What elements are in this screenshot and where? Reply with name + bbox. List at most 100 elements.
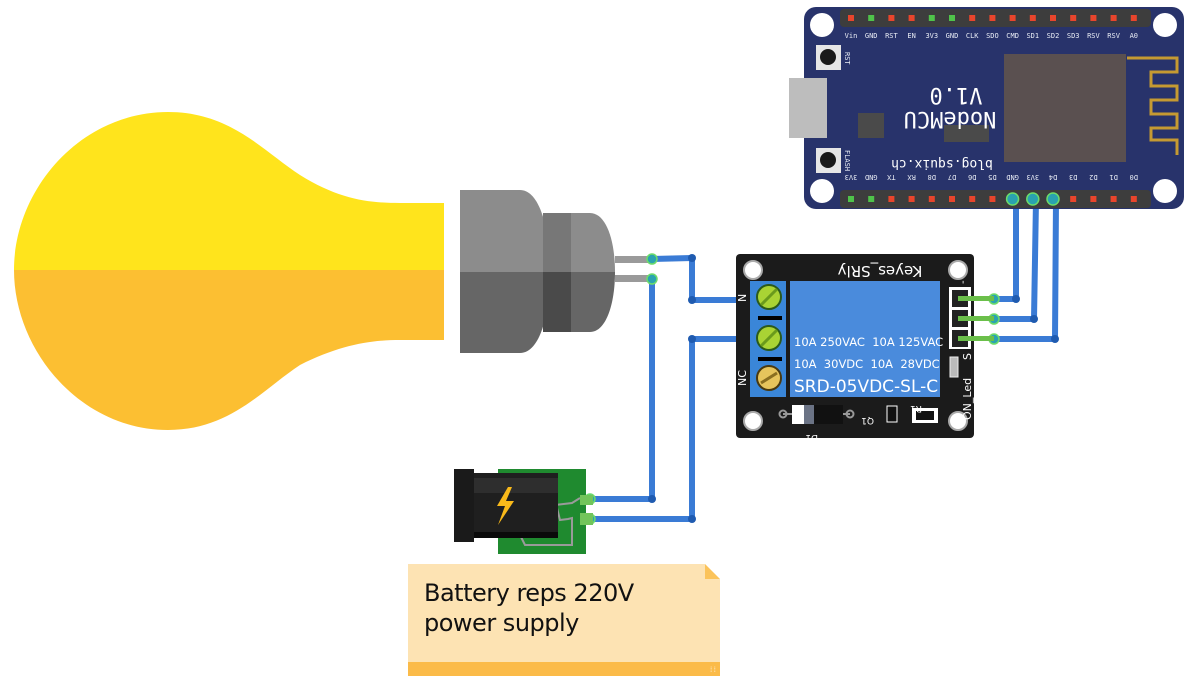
pin-rx[interactable] [908, 196, 915, 202]
pin-rsv[interactable] [1090, 15, 1097, 21]
wire-endpoint[interactable] [646, 273, 658, 285]
wire-endpoint[interactable] [646, 253, 658, 265]
usb-serial-chip [944, 125, 989, 142]
resize-grip-icon[interactable]: ⁞⁞ [709, 665, 717, 674]
jack-housing-highlight [474, 478, 558, 493]
pin-label: GND [1006, 173, 1019, 181]
relay-lead [958, 296, 994, 301]
pin-gnd[interactable] [868, 15, 875, 21]
wire-joint [688, 335, 696, 343]
pin-label: D8 [928, 173, 936, 181]
pin-label: D2 [1089, 173, 1097, 181]
pin-label: SD2 [1047, 32, 1060, 40]
relay-module: Keyes_SRly N NC 10A 250VAC 10A 125VAC 10… [736, 254, 994, 442]
wire-joint [1030, 315, 1038, 323]
pin-label: D3 [1069, 173, 1077, 181]
terminal-nc-label: NC [736, 370, 749, 386]
jack-housing-back [454, 469, 474, 542]
pin-en[interactable] [908, 15, 915, 21]
nodemcu-version-label: V1.0 [930, 82, 983, 107]
relay-pin-s-label: S [961, 353, 974, 360]
note-bottom-bar: ⁞⁞ [408, 662, 720, 676]
pin-d5[interactable] [989, 196, 996, 202]
relay-rating-line-2: 10A 30VDC 10A 28VDC [794, 357, 940, 371]
pin-d0[interactable] [1130, 196, 1137, 202]
socket-cap-bottom [571, 272, 615, 332]
pin-label: D6 [968, 173, 976, 181]
pin-3v3[interactable] [848, 196, 854, 202]
wire-joint [688, 296, 696, 304]
pin-label: SD1 [1026, 32, 1039, 40]
sticky-note: Battery reps 220V power supply ⁞⁞ [408, 564, 720, 676]
pin-rst[interactable] [888, 15, 895, 21]
pin-wire-endpoint[interactable] [1046, 192, 1060, 206]
pin-3v3[interactable] [928, 15, 935, 21]
pin-gnd[interactable] [868, 196, 875, 202]
light-bulb [14, 112, 444, 430]
relay-mount-hole [743, 411, 763, 431]
socket-base-top [460, 190, 550, 272]
socket-lead-2 [615, 275, 652, 282]
nodemcu-site-label: blog.squix.ch [891, 156, 993, 171]
pin-d1[interactable] [1110, 196, 1117, 202]
pin-wire-endpoint[interactable] [1026, 192, 1040, 206]
pin-vin[interactable] [848, 15, 854, 21]
jack-housing-shade [474, 532, 558, 538]
screw-slot [759, 328, 779, 348]
flash-button-label: FLASH [843, 150, 851, 171]
pin-sdo[interactable] [989, 15, 996, 21]
pin-d7[interactable] [949, 196, 955, 202]
pin-wire-endpoint[interactable] [1005, 192, 1020, 206]
pin-sd1[interactable] [1029, 15, 1036, 21]
usb-port[interactable] [789, 78, 827, 138]
pin-d3[interactable] [1070, 196, 1077, 202]
nodemcu-mount-hole [1153, 13, 1177, 37]
esp-module-shield [1004, 54, 1126, 162]
pin-gnd[interactable] [949, 15, 955, 21]
relay-model-label: SRD-05VDC-SL-C [794, 377, 938, 397]
socket-neck-top [543, 213, 571, 272]
pin-sd2[interactable] [1050, 15, 1056, 21]
pin-clk[interactable] [969, 15, 976, 21]
lamp-socket [460, 190, 652, 353]
relay-rating-line-1: 10A 250VAC 10A 125VAC [794, 335, 943, 349]
pin-label: D0 [1130, 173, 1138, 181]
screw-slot [759, 287, 779, 307]
pin-a0[interactable] [1130, 15, 1137, 21]
pin-label: CMD [1006, 32, 1019, 40]
jack-terminal-2 [580, 513, 593, 525]
terminal-n-label: N [736, 294, 749, 302]
wire-joint [1051, 335, 1059, 343]
pin-label: A0 [1130, 32, 1138, 40]
pin-d6[interactable] [969, 196, 976, 202]
note-text: Battery reps 220V power supply [424, 579, 634, 637]
pin-label: RSV [1087, 32, 1100, 40]
nodemcu-mount-hole [810, 179, 834, 203]
diode-band [804, 405, 814, 424]
relay-led [949, 356, 959, 378]
transistor-q1-label: Q1 [861, 415, 874, 425]
rst-button-label: RST [843, 52, 851, 65]
flash-button[interactable] [820, 152, 836, 168]
relay-mount-hole [743, 260, 763, 280]
wire-socket-to-relay-n [649, 255, 773, 303]
relay-mount-hole [948, 411, 968, 431]
wire-jack-to-relay-com [587, 336, 773, 522]
pin-cmd[interactable] [1009, 15, 1016, 21]
wire-joint [688, 254, 696, 262]
rst-button[interactable] [820, 49, 836, 65]
pin-sd3[interactable] [1070, 15, 1077, 21]
pin-tx[interactable] [888, 196, 895, 202]
pin-label: D7 [948, 173, 956, 181]
terminal-divider [758, 357, 782, 361]
pin-header-strip [840, 190, 1151, 208]
pin-label: 3V3 [925, 32, 938, 40]
pin-d8[interactable] [928, 196, 935, 202]
wire-joint [688, 515, 696, 523]
pin-label: Vin [845, 32, 858, 40]
pin-label: RSV [1107, 32, 1120, 40]
pin-d2[interactable] [1090, 196, 1097, 202]
pin-rsv[interactable] [1110, 15, 1117, 21]
jack-terminal-1 [580, 495, 593, 505]
pin-label: SDO [986, 32, 999, 40]
